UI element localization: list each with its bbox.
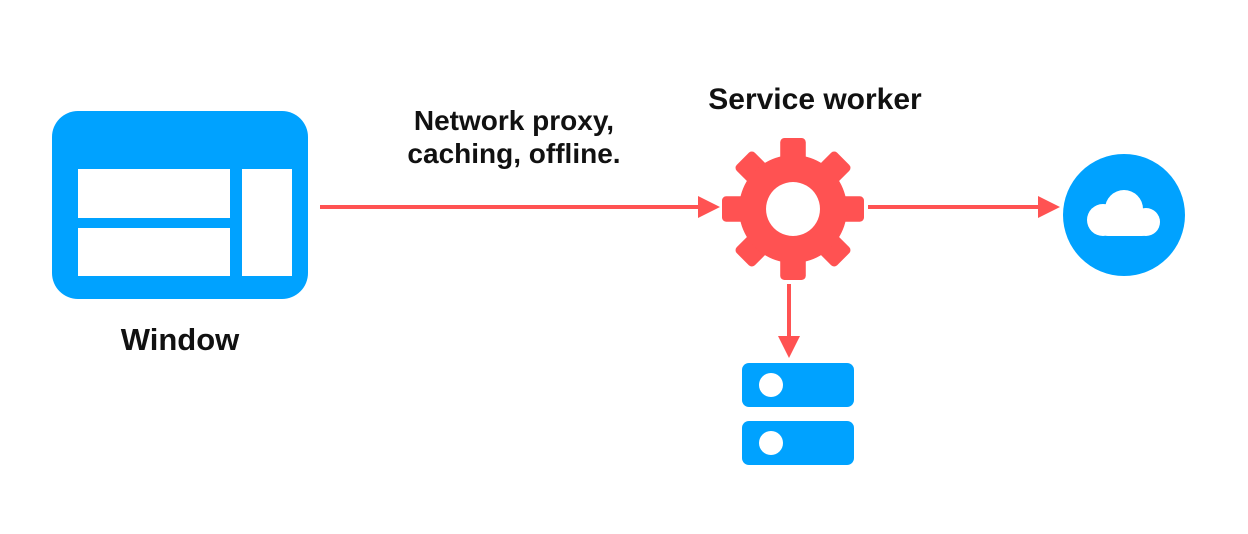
arrow-service-worker-to-storage [776,284,802,358]
browser-window-icon [52,111,308,299]
edge-label-network-proxy: Network proxy, caching, offline. [407,105,621,170]
node-storage [742,363,854,465]
arrow-service-worker-to-network [868,194,1060,220]
node-network [1063,154,1185,276]
storage-icon-bar-bottom [742,421,854,465]
node-label-service-worker: Service worker [708,83,922,116]
storage-icon-bar-top [742,363,854,407]
node-window [52,111,308,299]
node-label-window: Window [120,322,240,357]
arrow-window-to-service-worker [320,194,720,220]
gear-icon [722,138,864,280]
storage-indicator-dot [759,373,783,397]
node-service-worker [722,138,864,280]
storage-indicator-dot [759,431,783,455]
cloud-icon [1087,190,1160,236]
window-content-pane-bottom [78,228,230,276]
window-content-pane-top [78,169,230,218]
window-sidebar-pane [242,169,292,276]
